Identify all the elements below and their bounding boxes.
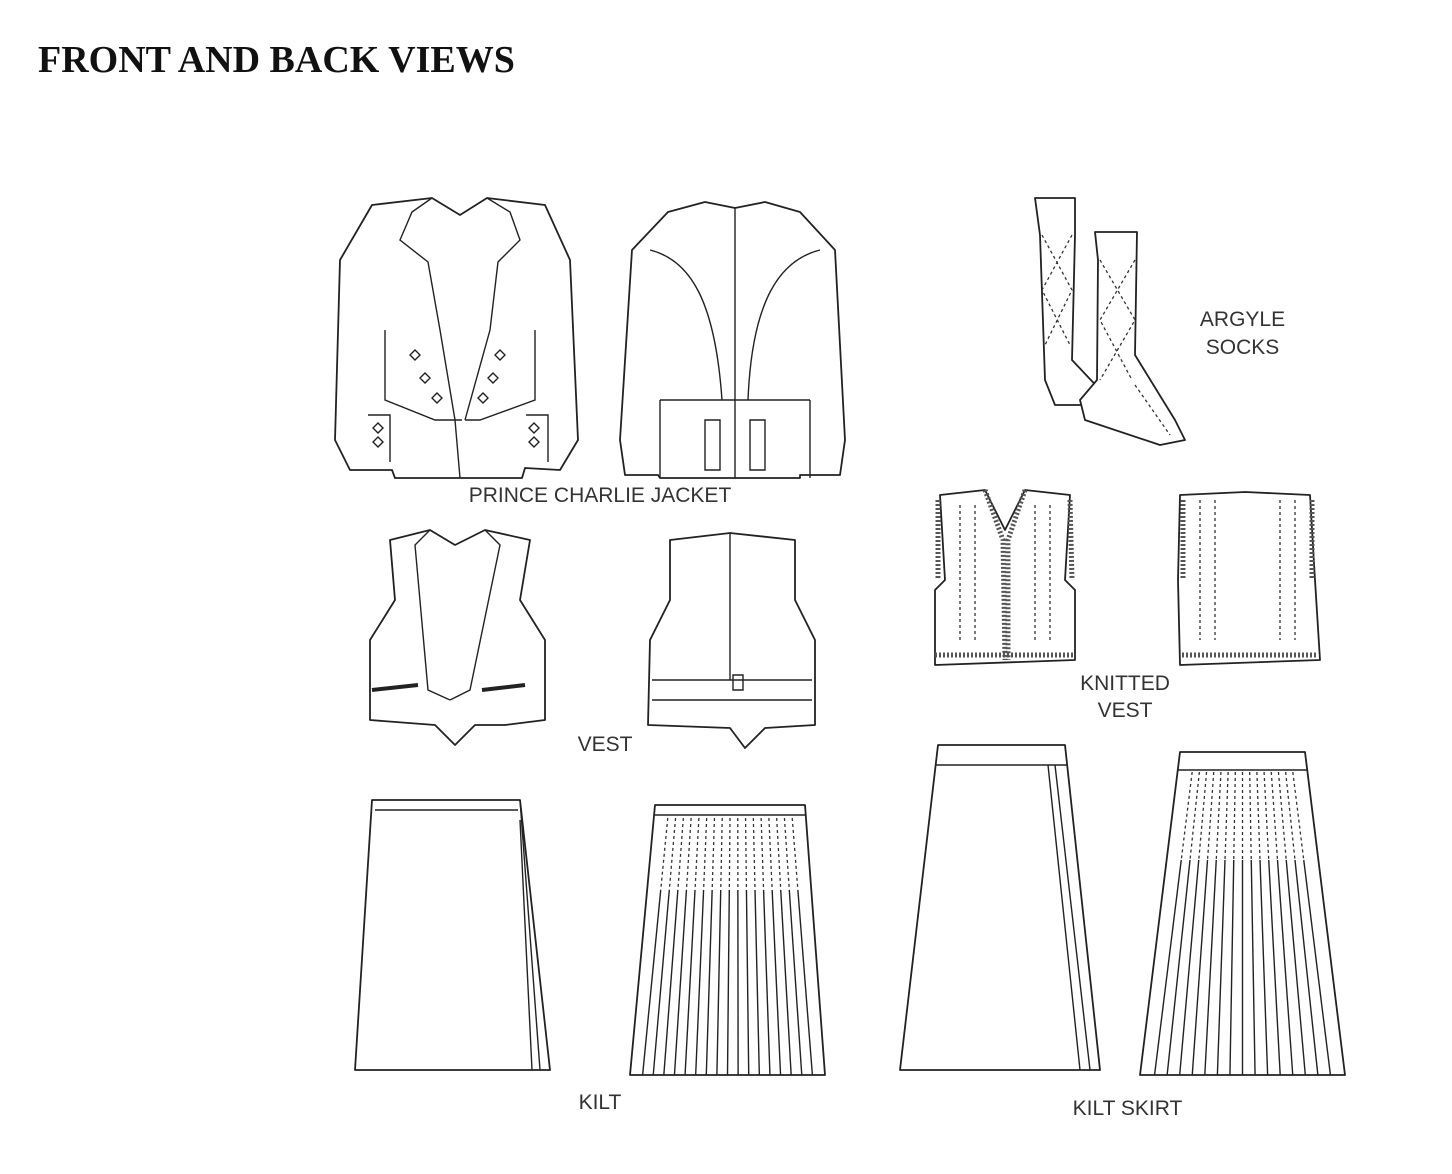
kilt-skirt-front-drawing (899, 744, 1101, 1071)
pleat-stitch-line (1206, 771, 1215, 861)
pleat-stitch-line (660, 817, 669, 891)
knitted-vest-label-line2: VEST (1097, 699, 1153, 722)
pleat-stitch-line (720, 817, 723, 891)
pleat-line (694, 889, 705, 1076)
pleat-line (673, 889, 688, 1076)
socks-label-line2: SOCKS (1205, 336, 1280, 359)
kilt-label: KILT (578, 1091, 622, 1114)
kilt-back-drawing (629, 804, 826, 1076)
argyle-socks-drawing (1034, 197, 1186, 446)
kilt-skirt-back-drawing (1139, 751, 1346, 1076)
pleat-line (1166, 859, 1191, 1076)
pleat-stitch-line (1215, 771, 1222, 861)
pleat-stitch-line (1270, 771, 1279, 861)
socks-label-line1: ARGYLE (1199, 308, 1286, 331)
pleat-line (1229, 859, 1235, 1076)
jacket-front-drawing (334, 197, 579, 479)
jacket-label: PRINCE CHARLIE JACKET (468, 484, 732, 507)
knitted-vest-front-drawing (934, 489, 1076, 666)
pleat-stitch-line (744, 817, 748, 891)
pleat-stitch-line (1263, 771, 1270, 861)
pleat-line (762, 889, 771, 1076)
pleat-line (663, 889, 679, 1076)
pleat-line (1250, 859, 1256, 1076)
pleat-stitch-line (1233, 771, 1236, 861)
pleat-line (641, 889, 662, 1076)
pleat-stitch-line (702, 817, 708, 891)
pleat-line (1303, 859, 1332, 1076)
pleat-line (652, 889, 670, 1076)
pleat-stitch-line (1224, 771, 1229, 861)
pleat-line (780, 889, 792, 1076)
pleat-stitch-line (1180, 771, 1193, 861)
pleat-stitch-line (1249, 771, 1252, 861)
pleat-stitch-line (685, 817, 692, 891)
pleat-line (1191, 859, 1209, 1076)
pleat-stitch-line (768, 817, 773, 891)
pleat-stitch-line (694, 817, 700, 891)
pleat-stitch-line (1198, 771, 1208, 861)
vest-back-drawing (647, 532, 816, 749)
pleat-line (1268, 859, 1281, 1076)
knitted-vest-label-line1: KNITTED (1080, 672, 1170, 695)
pleat-line (1294, 859, 1319, 1076)
pleat-line (745, 889, 750, 1076)
pleat-stitch-line (677, 817, 684, 891)
pleat-line (1285, 859, 1307, 1076)
pleat-stitch-line (668, 817, 677, 891)
pleat-line (797, 889, 814, 1076)
pleat-stitch-line (791, 817, 799, 891)
pleat-stitch-line (1284, 771, 1296, 861)
pleat-line (1216, 859, 1226, 1076)
pleat-line (771, 889, 782, 1076)
pleat-stitch-line (1189, 771, 1201, 861)
pleat-stitch-line (783, 817, 790, 891)
pleat-stitch-line (1256, 771, 1261, 861)
page-title: FRONT AND BACK VIEWS (38, 39, 515, 81)
pleat-stitch-line (1277, 771, 1287, 861)
kilt-skirt-label: KILT SKIRT (1072, 1097, 1183, 1120)
pleat-stitch-line (728, 817, 731, 891)
pleat-stitch-line (1292, 771, 1305, 861)
knitted-vest-back-drawing (1177, 491, 1321, 666)
pleat-stitch-line (776, 817, 782, 891)
pleat-line (1276, 859, 1294, 1076)
pleat-line (705, 889, 713, 1076)
pleat-line (1259, 859, 1269, 1076)
pleat-stitch-line (752, 817, 756, 891)
kilt-front-drawing (354, 799, 551, 1071)
pleat-line (716, 889, 722, 1076)
vest-front-drawing (369, 529, 546, 746)
pleat-stitch-line (711, 817, 716, 891)
jacket-back-drawing (619, 201, 846, 479)
pleat-stitch-line (760, 817, 765, 891)
pleat-line (684, 889, 696, 1076)
pleat-line (1153, 859, 1182, 1076)
pleat-line (1178, 859, 1200, 1076)
pleat-line (1204, 859, 1217, 1076)
pleat-line (788, 889, 803, 1076)
pleat-line (754, 889, 761, 1076)
pleat-line (726, 889, 730, 1076)
vest-label: VEST (577, 733, 633, 756)
